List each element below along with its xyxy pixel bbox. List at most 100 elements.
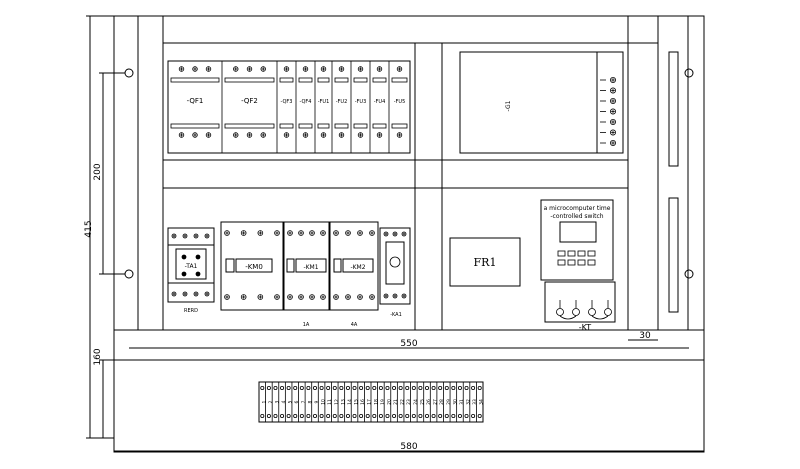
terminal-top-screw-3	[280, 385, 285, 390]
breaker-1-bottom-label-band	[224, 123, 275, 129]
breaker-3-bottom-label-band	[298, 123, 313, 129]
terminal-bottom-screw-1	[266, 413, 271, 418]
breaker-1-top-screw-1	[246, 66, 253, 72]
right-slot-upper	[668, 51, 679, 167]
breaker-0-bottom-screw-0	[178, 132, 185, 138]
terminal-bottom-screw-28	[444, 413, 449, 418]
timer-switch-line1: a microcomputer time	[544, 205, 611, 212]
terminal-number: 13	[340, 399, 346, 405]
timer-display	[559, 221, 597, 243]
terminal-top-screw-28	[444, 385, 449, 390]
timer-button-1-1	[567, 259, 576, 266]
terminal-number: 32	[466, 399, 472, 405]
cabinet-outer-frame	[113, 15, 705, 453]
terminal-number: 24	[413, 399, 419, 405]
breaker-4-bottom-screw-0	[320, 132, 327, 138]
psu-terminal-screw-6	[610, 139, 617, 146]
contactor-2-top-screw-3	[369, 230, 375, 236]
fr1-label: FR1	[474, 256, 497, 269]
terminal-bottom-screw-32	[471, 413, 476, 418]
breaker-label: -QF1	[187, 97, 204, 105]
timer-button-1-3	[587, 259, 596, 266]
dim-text-upper-height: 200	[93, 163, 103, 180]
ta1-bottom-screw-2	[193, 291, 199, 297]
terminal-number: 17	[367, 399, 373, 405]
terminal-top-screw-33	[477, 385, 482, 390]
terminal-bottom-screw-3	[280, 413, 285, 418]
terminal-top-screw-0	[260, 385, 265, 390]
relay-module-caption: RERD	[184, 308, 198, 314]
terminal-bottom-screw-16	[365, 413, 370, 418]
contactor-km0-frame	[220, 221, 284, 311]
mounting-hole-left-bottom	[124, 269, 134, 279]
terminal-bottom-screw-22	[405, 413, 410, 418]
km2-window	[333, 258, 342, 273]
terminal-top-screw-17	[372, 385, 377, 390]
relay-module-face	[175, 248, 207, 280]
psu-terminal-screw-0	[610, 77, 617, 84]
kt-terminal-2	[588, 308, 596, 316]
terminal-top-screw-11	[332, 385, 337, 390]
terminal-number: 20	[386, 399, 392, 405]
terminal-top-screw-19	[385, 385, 390, 390]
terminal-top-screw-30	[457, 385, 462, 390]
terminal-bottom-screw-4	[286, 413, 291, 418]
breaker-5-top-screw-0	[338, 66, 345, 72]
psu-terminal-screw-1	[610, 87, 617, 94]
breaker-1-bottom-screw-1	[246, 132, 253, 138]
terminal-number: 21	[393, 399, 399, 405]
timer-switch-frame	[540, 199, 614, 281]
contactor-2-top-screw-2	[357, 230, 363, 236]
contactor-0-top-screw-1	[240, 230, 247, 236]
breaker-0-bottom-screw-2	[205, 132, 212, 138]
km0-window	[225, 258, 235, 273]
kt-terminal-0	[556, 308, 564, 316]
right-slot-lower	[668, 197, 679, 313]
contactor-2-bottom-screw-3	[369, 294, 375, 300]
relay-module-frame	[167, 227, 215, 303]
terminal-bottom-screw-23	[411, 413, 416, 418]
kt-terminal-1	[572, 308, 580, 316]
terminal-bottom-screw-20	[392, 413, 397, 418]
breaker-7-bottom-screw-0	[376, 132, 383, 138]
terminal-top-screw-4	[286, 385, 291, 390]
breaker-3-top-label-band	[298, 77, 313, 83]
contactor-0-top-screw-3	[274, 230, 280, 236]
contactor-0-top-screw-0	[224, 230, 230, 236]
power-supply-label: -G1	[505, 100, 512, 111]
terminal-number: 18	[373, 399, 379, 405]
terminal-bottom-screw-14	[352, 413, 357, 418]
psu-terminal-screw-2	[610, 98, 617, 105]
terminal-number: 3	[274, 400, 280, 403]
contactor-1-top-screw-3	[320, 230, 326, 236]
psu-terminal-screw-5	[610, 129, 617, 136]
terminal-number: 25	[419, 399, 425, 405]
km0-label-box	[235, 258, 273, 273]
contactor-1-top-screw-2	[309, 230, 315, 236]
timer-switch-line2: -controlled switch	[550, 213, 603, 220]
timer-button-0-0	[557, 250, 566, 257]
terminal-bottom-screw-18	[378, 413, 383, 418]
terminal-bottom-screw-6	[299, 413, 304, 418]
terminal-number: 14	[347, 399, 353, 405]
terminal-number: 15	[354, 399, 360, 405]
breaker-0-bottom-label-band	[170, 123, 220, 129]
fr1-frame	[449, 237, 521, 287]
dim-text-panel-width: 580	[400, 442, 417, 452]
breaker-3-bottom-screw-0	[302, 132, 309, 138]
breaker-label: -QF4	[300, 99, 312, 105]
terminal-bottom-screw-13	[345, 413, 350, 418]
terminal-top-screw-15	[359, 385, 364, 390]
terminal-number: 9	[314, 400, 320, 403]
mounting-hole-right-bottom	[684, 269, 694, 279]
breaker-4-top-label-band	[317, 77, 330, 83]
terminal-bottom-screw-15	[359, 413, 364, 418]
terminal-top-screw-9	[319, 385, 324, 390]
terminal-number: 6	[294, 400, 300, 403]
terminal-bottom-screw-9	[319, 413, 324, 418]
breaker-1-bottom-screw-2	[260, 132, 266, 138]
terminal-top-screw-13	[345, 385, 350, 390]
breaker-label: -FU4	[374, 99, 386, 105]
terminal-top-screw-23	[411, 385, 416, 390]
terminal-top-screw-24	[418, 385, 423, 390]
